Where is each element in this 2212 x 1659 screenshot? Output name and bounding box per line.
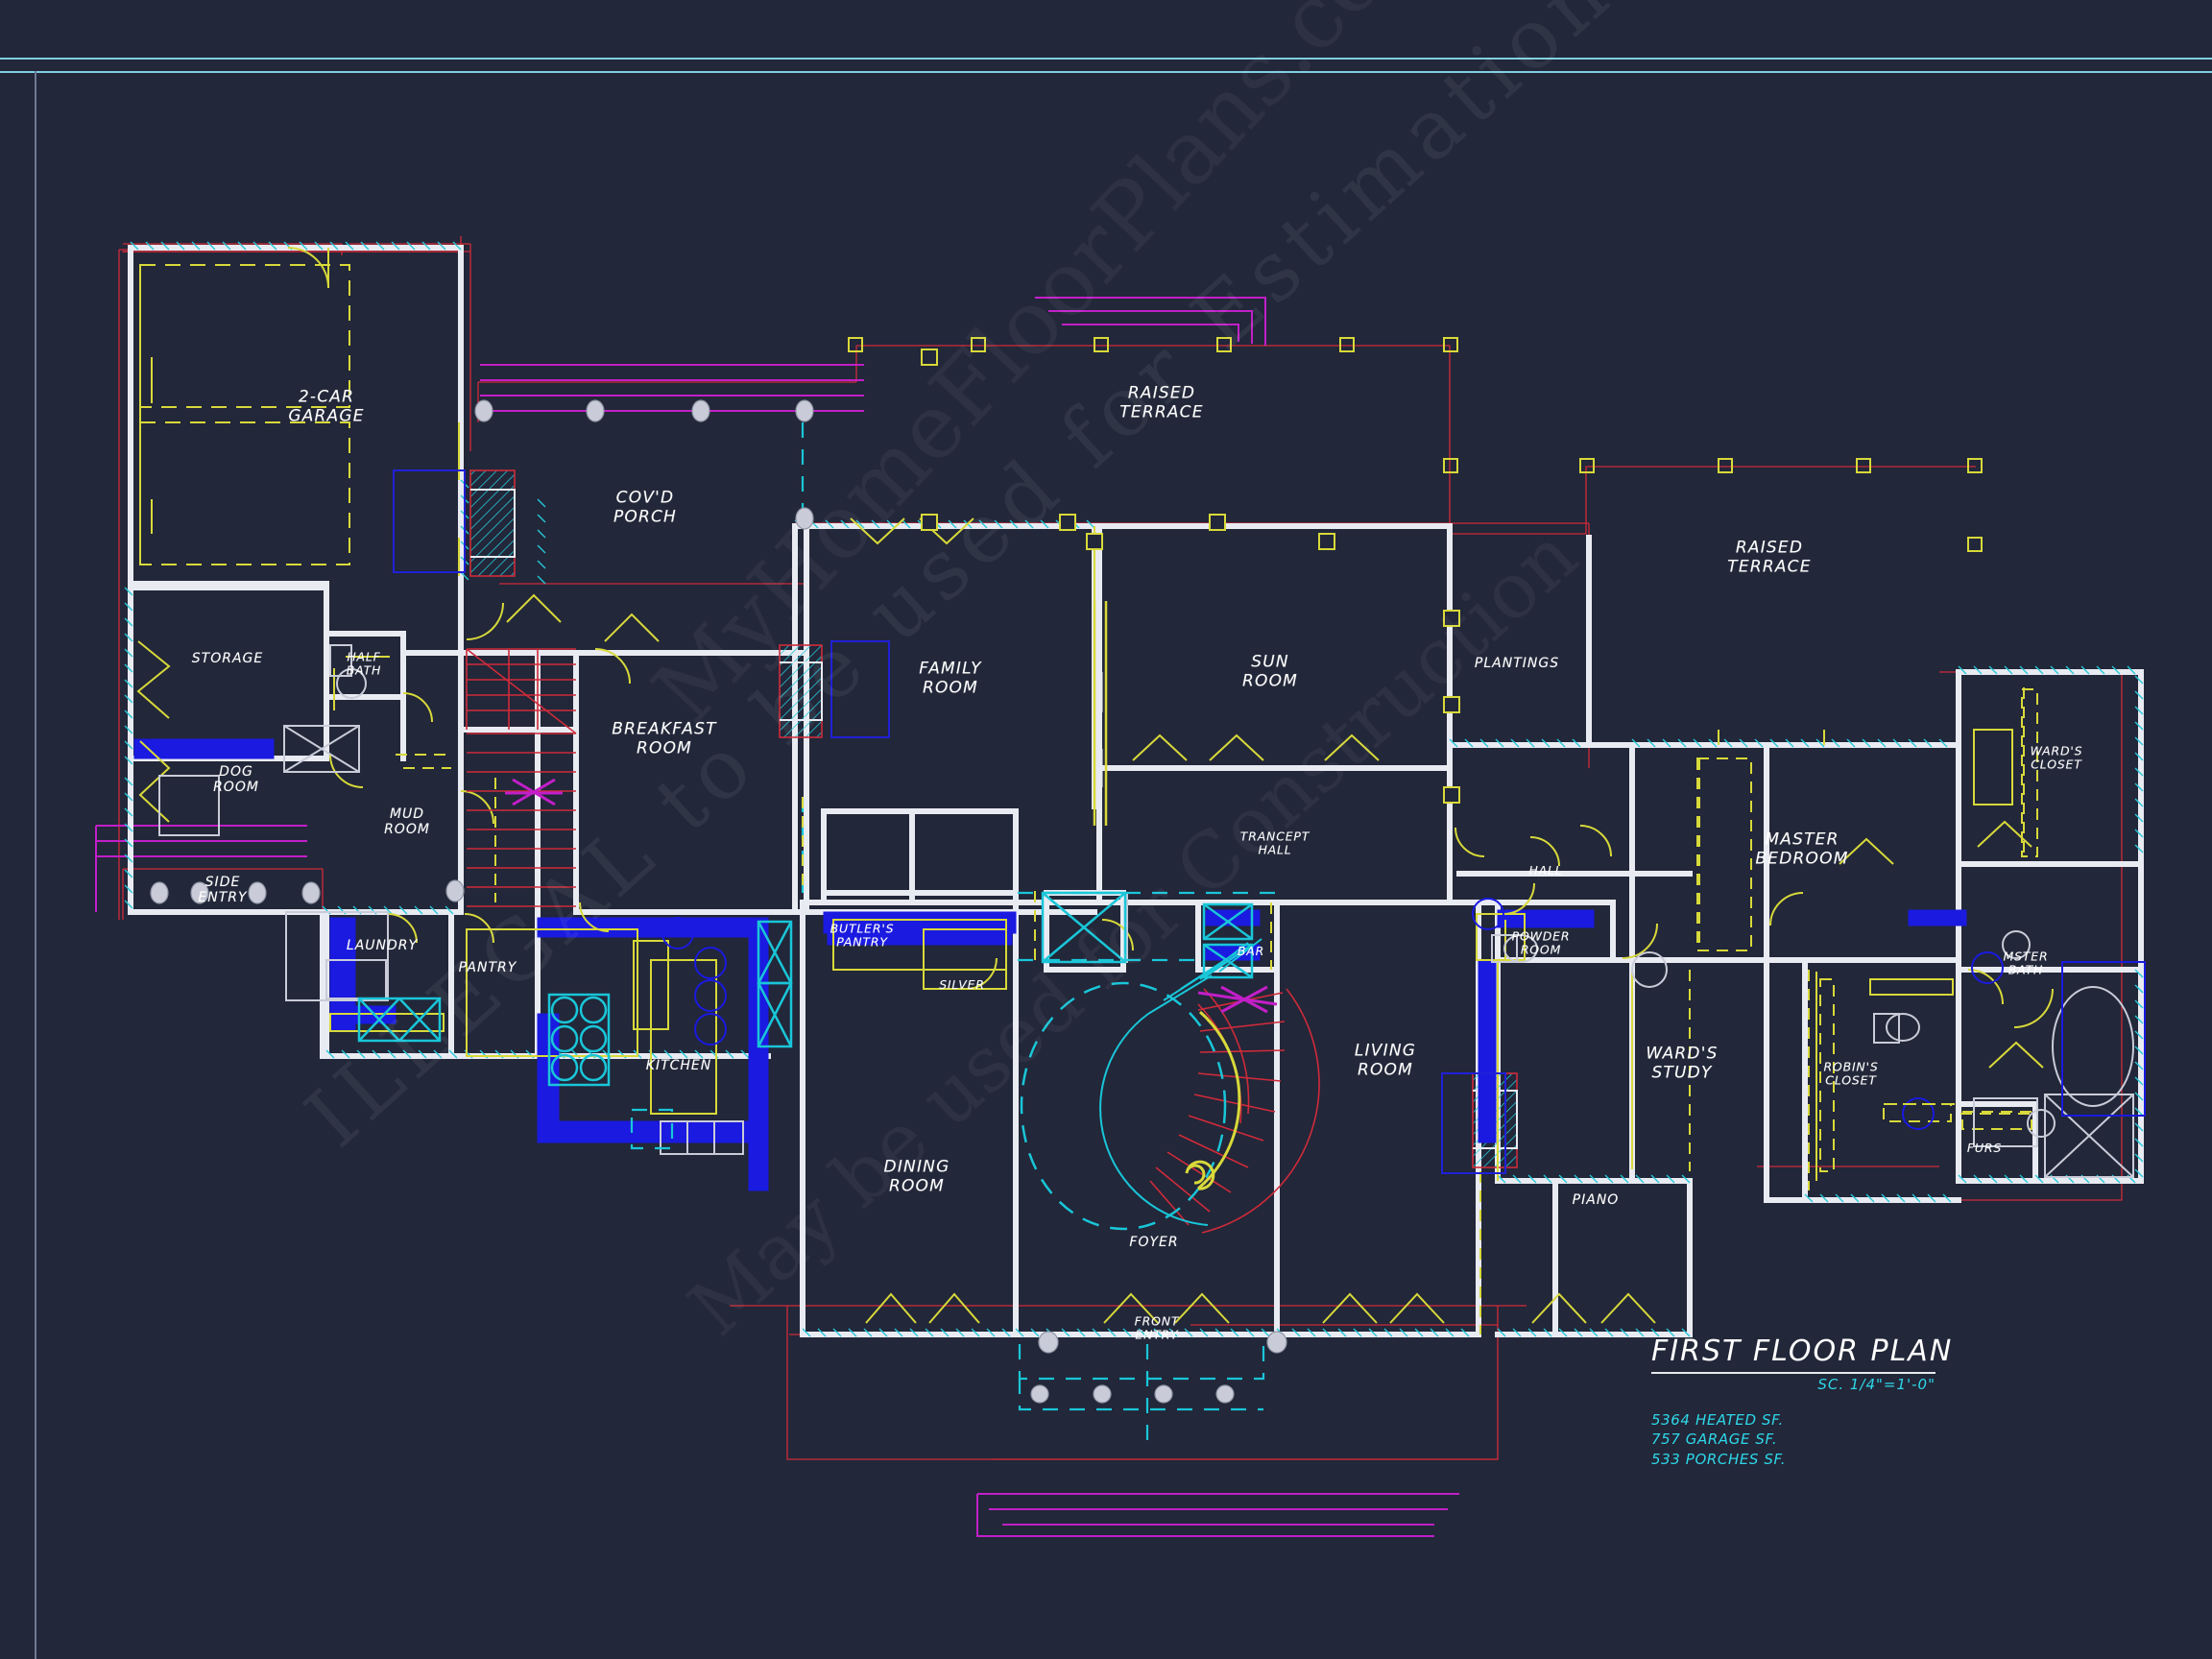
layer-stair-magenta	[1197, 985, 1278, 1014]
layer-fireplaces	[469, 469, 1518, 1168]
viewport-border-left	[35, 71, 36, 1659]
layer-exterior-hatch	[124, 241, 2144, 1337]
layer-service-stair-magenta	[505, 778, 563, 806]
layer-island-fixtures	[661, 898, 2146, 1130]
layer-stair-fan	[1099, 938, 1262, 1226]
layer-dimension-lines	[118, 236, 2123, 1460]
layer-blue-outline	[393, 469, 1506, 1174]
layer-cabinets	[133, 738, 1967, 1191]
layer-plumbing	[158, 644, 2134, 1178]
layer-stair-rail	[1185, 1010, 1241, 1190]
viewport-border-top-1	[0, 58, 2212, 60]
viewport-border-top-2	[0, 71, 2212, 73]
layer-columns	[150, 399, 1287, 1404]
layer-terrace-posts	[848, 337, 1983, 804]
layer-walls	[128, 245, 2144, 1337]
layer-dashed-fixtures	[396, 687, 2035, 1334]
layer-mullion	[1093, 601, 1108, 826]
layer-fixtures	[136, 247, 2054, 1324]
layer-appliance-boxes-cyan	[357, 891, 1254, 1087]
layer-foyer-circle	[1020, 981, 1227, 1231]
